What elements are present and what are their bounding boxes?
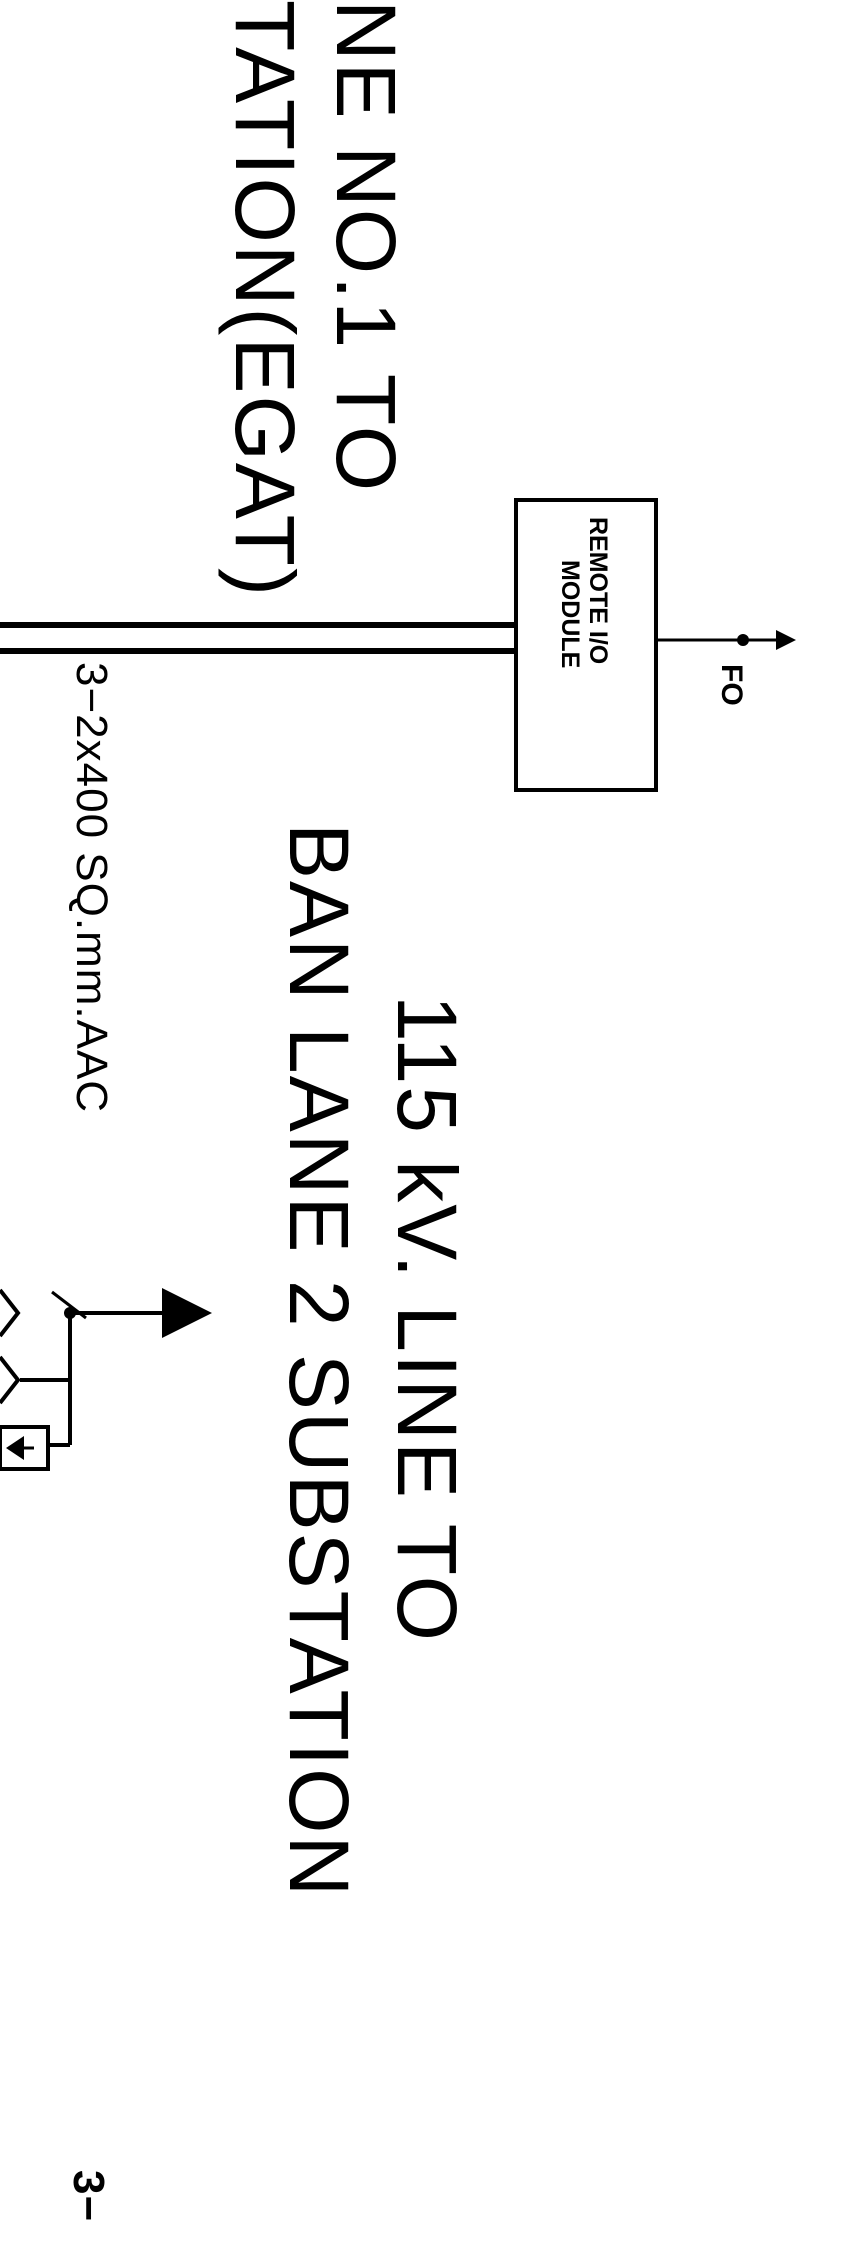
arrester-chevron-1-icon: [0, 1288, 21, 1338]
fo-arrow-icon: [776, 630, 796, 650]
line2-title-a: 115 kV. LINE TO: [380, 995, 474, 1643]
arrester-chevron-2-icon: [0, 1355, 21, 1405]
conductor-tick-mark: [51, 1290, 87, 1320]
conductor-label: 3−2x400 SQ.mm.AAC: [67, 662, 116, 1113]
line1-title-a: NE NO.1 TO: [319, 0, 413, 493]
line2-title-b: BAN LANE 2 SUBSTATION: [272, 823, 366, 1898]
line1-title-b: TATION(EGAT): [218, 0, 312, 598]
remote-io-module-box: [514, 498, 658, 792]
ground-arrow-icon: [6, 1436, 24, 1460]
remote-io-label-line1: REMOTE I/O: [584, 517, 612, 664]
remote-io-label-line2: MODULE: [556, 560, 584, 668]
fo-junction-dot: [737, 634, 749, 646]
line-direction-arrow-icon: [162, 1288, 212, 1338]
edge-label-bottom: 3−: [64, 2170, 113, 2222]
fo-label: FO: [715, 664, 748, 706]
